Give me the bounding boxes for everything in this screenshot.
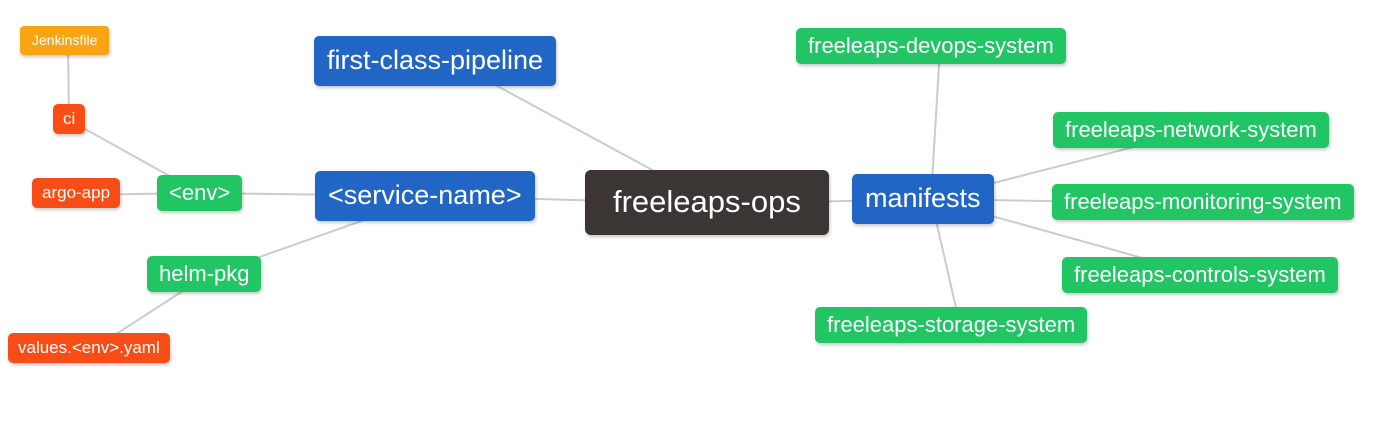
node-storage-system[interactable]: freeleaps-storage-system xyxy=(815,307,1088,343)
node-monitoring-system[interactable]: freeleaps-monitoring-system xyxy=(1052,184,1354,220)
node-values-env-yaml[interactable]: values.<env>.yaml xyxy=(8,333,170,364)
edge-manifests-devops xyxy=(930,47,941,200)
node-env[interactable]: <env> xyxy=(157,175,243,211)
node-ci[interactable]: ci xyxy=(53,104,86,135)
node-freeleaps-ops[interactable]: freeleaps-ops xyxy=(585,170,829,235)
node-first-class-pipeline[interactable]: first-class-pipeline xyxy=(314,36,557,86)
node-helm-pkg[interactable]: helm-pkg xyxy=(147,256,262,292)
node-service-name[interactable]: <service-name> xyxy=(315,171,535,221)
node-manifests[interactable]: manifests xyxy=(852,174,994,224)
node-controls-system[interactable]: freeleaps-controls-system xyxy=(1062,257,1338,293)
node-devops-system[interactable]: freeleaps-devops-system xyxy=(796,28,1066,64)
node-network-system[interactable]: freeleaps-network-system xyxy=(1053,112,1329,148)
node-argo-app[interactable]: argo-app xyxy=(32,178,121,209)
node-jenkinsfile[interactable]: Jenkinsfile xyxy=(20,26,110,55)
